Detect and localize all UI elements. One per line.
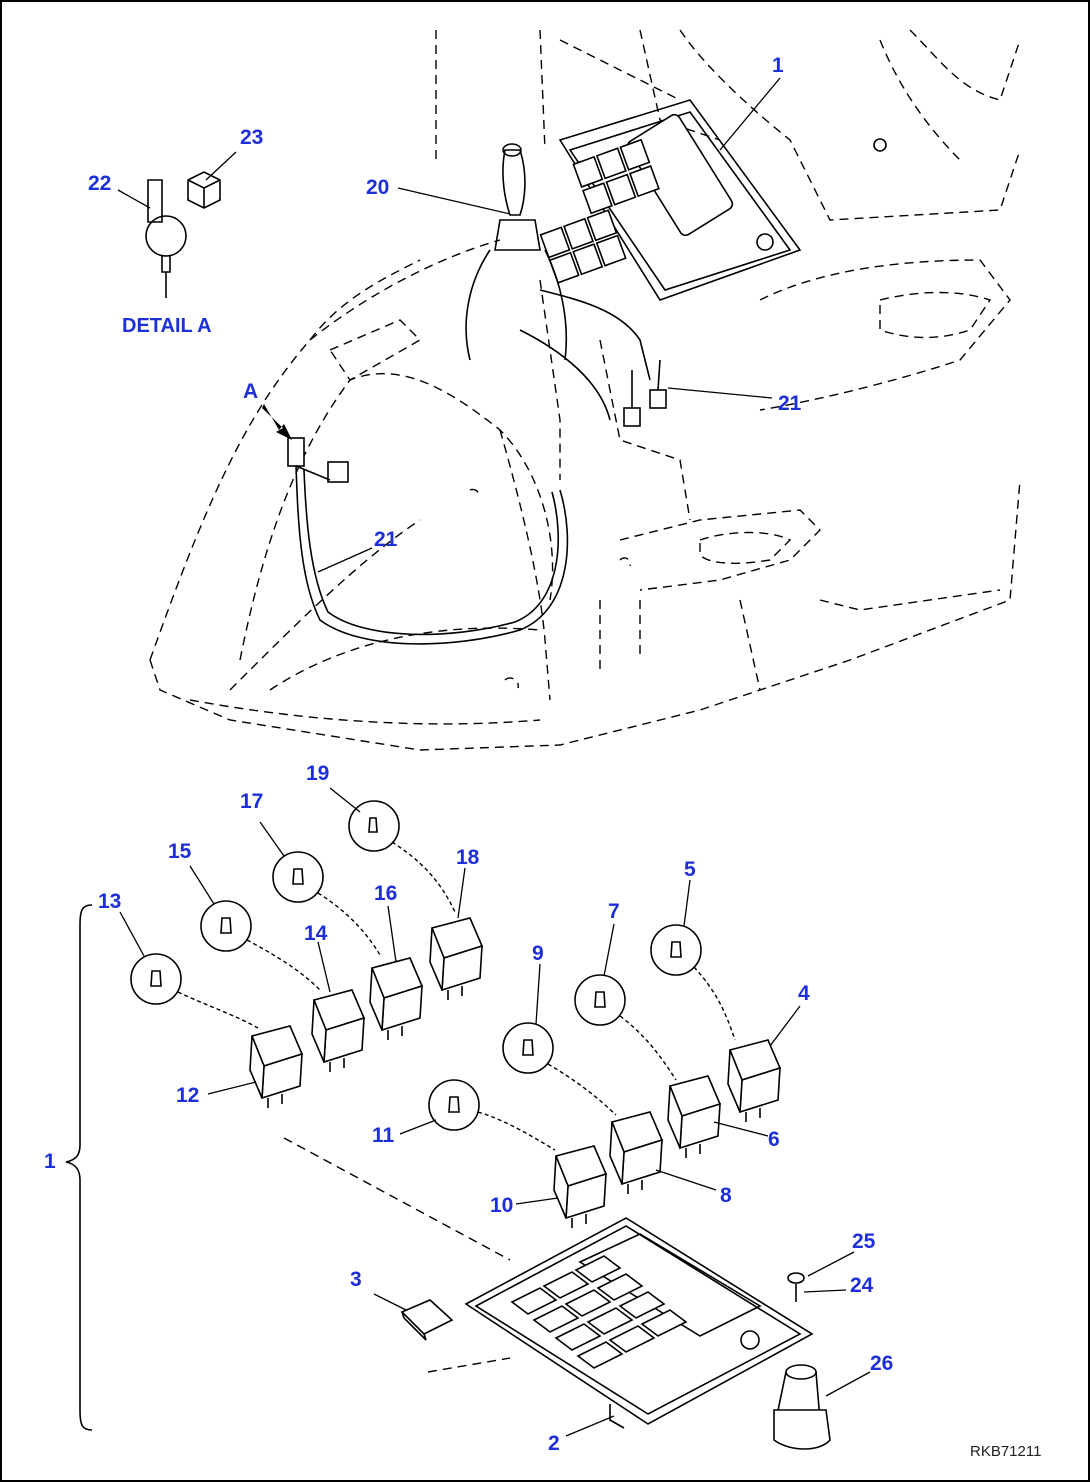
callout-12: 12 bbox=[176, 1084, 199, 1107]
bulb-9 bbox=[502, 1022, 617, 1116]
switch-10 bbox=[553, 1145, 608, 1228]
callout-11: 11 bbox=[372, 1124, 395, 1147]
bulb-15 bbox=[200, 900, 321, 991]
callout-10: 10 bbox=[490, 1194, 513, 1217]
leader-lines bbox=[117, 77, 871, 1437]
callout-22: 22 bbox=[88, 172, 111, 195]
callout-23: 23 bbox=[240, 126, 263, 149]
bulb-11 bbox=[428, 1079, 556, 1151]
callout-26: 26 bbox=[870, 1352, 893, 1375]
assembly-brace bbox=[65, 904, 93, 1431]
screw-24-washer-25 bbox=[787, 1272, 805, 1302]
detail-a-drawing bbox=[145, 171, 221, 298]
callout-18: 18 bbox=[456, 846, 480, 869]
callout-19: 19 bbox=[306, 762, 329, 785]
callout-9: 9 bbox=[532, 942, 544, 965]
callout-3: 3 bbox=[350, 1268, 362, 1291]
monitor-panel-2 bbox=[464, 1217, 814, 1429]
callout-14: 14 bbox=[304, 922, 328, 945]
switch-8 bbox=[609, 1111, 664, 1194]
bulb-5 bbox=[650, 924, 736, 1041]
switch-6 bbox=[667, 1075, 722, 1158]
callout-6: 6 bbox=[768, 1128, 780, 1151]
switch-4 bbox=[727, 1039, 782, 1122]
callout-8: 8 bbox=[720, 1184, 732, 1207]
cover-3 bbox=[400, 1299, 454, 1341]
bulb-7 bbox=[574, 974, 677, 1081]
detail-a-title: DETAIL A bbox=[122, 315, 212, 337]
callout-24: 24 bbox=[850, 1274, 874, 1297]
callout-5: 5 bbox=[684, 858, 696, 881]
switch-12 bbox=[249, 1025, 304, 1108]
callout-21-right: 21 bbox=[778, 392, 802, 415]
callout-16: 16 bbox=[374, 882, 397, 905]
callout-21-left: 21 bbox=[374, 528, 398, 551]
callout-2: 2 bbox=[548, 1432, 560, 1455]
callout-labels: 1 20 21 21 22 23 DETAIL A A 19 18 17 16 … bbox=[44, 54, 1041, 1460]
view-arrow-icon bbox=[262, 404, 292, 440]
bulb-13 bbox=[130, 953, 259, 1029]
switch-18 bbox=[429, 917, 484, 1000]
drawing-code: RKB71211 bbox=[970, 1443, 1041, 1460]
callout-17: 17 bbox=[240, 790, 263, 813]
callout-25: 25 bbox=[852, 1230, 876, 1253]
bulb-17 bbox=[272, 851, 381, 956]
knob-26 bbox=[773, 1364, 831, 1450]
callout-7: 7 bbox=[608, 900, 620, 923]
callout-13: 13 bbox=[98, 890, 121, 913]
callout-20: 20 bbox=[366, 176, 389, 199]
console-assembly-drawing bbox=[149, 29, 1021, 751]
callout-15: 15 bbox=[168, 840, 192, 863]
callout-1-top: 1 bbox=[772, 54, 784, 77]
switch-16 bbox=[369, 957, 424, 1040]
callout-1-brace: 1 bbox=[44, 1150, 56, 1173]
callout-4: 4 bbox=[798, 982, 810, 1005]
view-a-label: A bbox=[243, 380, 258, 403]
switch-14 bbox=[311, 989, 366, 1072]
bulb-19 bbox=[348, 800, 456, 913]
